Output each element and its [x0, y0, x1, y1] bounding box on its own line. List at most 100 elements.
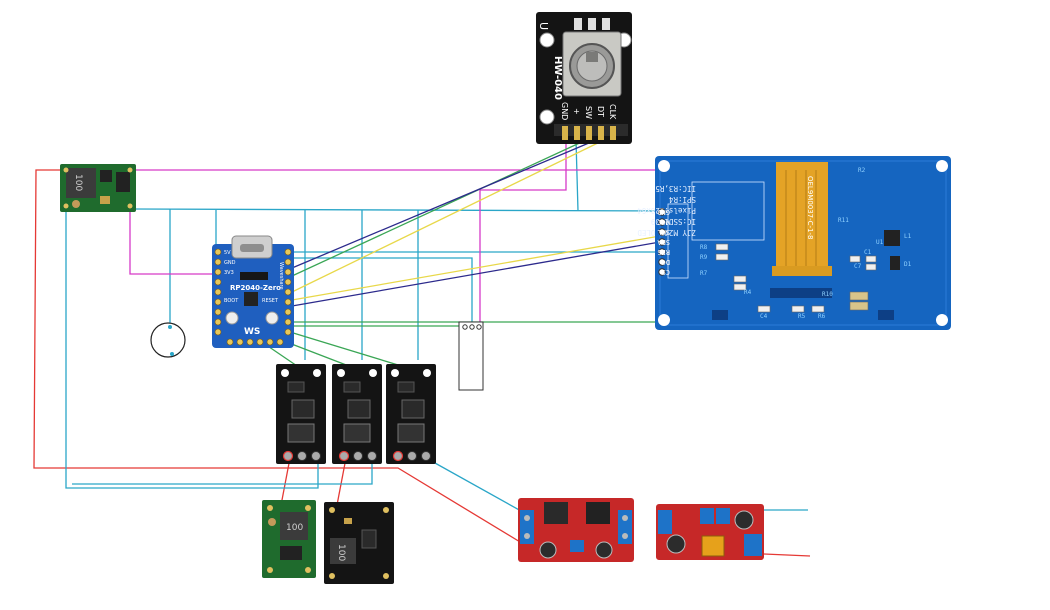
oled-pin-pad[interactable] [658, 238, 666, 246]
boot-button[interactable] [225, 311, 239, 325]
mosfet-module-2 [332, 364, 382, 464]
oled-pin-label: GND [657, 208, 670, 216]
mosfet-module-1 [276, 364, 326, 464]
oled-flex-cable [776, 162, 828, 272]
oled-pins: GND VCC SCL SDA RES DC CS [657, 203, 689, 279]
oled-pin-pad[interactable] [658, 248, 666, 256]
round-component-pin [170, 352, 174, 356]
round-component [150, 322, 186, 358]
oled-part-label: D1 [904, 261, 912, 268]
red-module-terminal-in[interactable] [520, 510, 534, 544]
mosfet-terminal[interactable] [421, 451, 431, 461]
mosfet-module-3 [386, 364, 436, 464]
oled-info-text: IIC:R3,R5 SPI:R4 Pixels:128x64 IC:SSD130… [637, 184, 696, 237]
charger-terminal-out[interactable] [744, 534, 762, 556]
red-module-pot[interactable] [570, 540, 584, 552]
oled-part-label: R4 [744, 289, 752, 296]
mosfet-terminal[interactable] [297, 451, 307, 461]
wire-cyan-12 [292, 257, 473, 322]
oled-info-line: SPI:R4 [668, 195, 696, 204]
terminal-strip [458, 321, 484, 391]
charger-module [656, 504, 764, 560]
buck-top-marking: 100 [73, 174, 83, 191]
encoder-pin-label: + [572, 108, 581, 115]
oled-pin-label: RES [657, 248, 670, 256]
buck-bottom-left-pot[interactable] [268, 518, 276, 526]
rp2040-zero-board: 5V GND 3V3 Waveshare RP2040-Zero BOOT RE… [212, 235, 294, 348]
encoder-pin-label: CLK [608, 104, 617, 120]
capacitor [595, 541, 613, 559]
rp2040-logo: WS [244, 327, 260, 337]
wire-red-output [763, 553, 811, 557]
wire-green-1 [291, 139, 587, 277]
wire-green-6 [289, 331, 409, 369]
oled-pin-label: SDA [657, 238, 670, 246]
oled-part-label: L1 [904, 233, 912, 240]
oled-info-line: Pixels:128x64 [637, 206, 696, 215]
oled-part-label: R10 [822, 291, 833, 298]
rp2040-pin-pads-right [284, 248, 292, 336]
mosfet-terminal[interactable] [407, 451, 417, 461]
encoder-header-pins [562, 126, 616, 140]
oled-pin-pad[interactable] [658, 268, 666, 276]
oled-part-label: R2 [858, 167, 866, 174]
wire-yellow-1 [291, 139, 605, 293]
oled-part-label: R6 [818, 313, 826, 320]
oled-smd-parts [715, 243, 877, 313]
mount-hole [658, 314, 670, 326]
buck-top-pot[interactable] [72, 200, 80, 208]
buck-top-pad [63, 203, 69, 209]
mosfet-terminal[interactable] [338, 450, 350, 462]
oled-pin-pad[interactable] [658, 208, 666, 216]
oled-info-box [691, 181, 765, 241]
mount-hole [539, 109, 555, 125]
rp2040-boot-label: BOOT [224, 298, 239, 304]
oled-info-line: IC:SSD1309 [651, 217, 696, 226]
mosfet-terminal[interactable] [353, 451, 363, 461]
charger-terminal-in[interactable] [658, 510, 672, 534]
capacitor [539, 541, 557, 559]
encoder-model-label: HW-040 [552, 56, 563, 100]
oled-part-label: R7 [700, 270, 708, 277]
oled-pin-label: VCC [657, 218, 670, 226]
wire-cyan-8 [575, 139, 579, 212]
reset-button[interactable] [265, 311, 279, 325]
oled-part-label: R8 [700, 244, 708, 251]
terminal-strip-pin[interactable] [469, 324, 475, 330]
oled-pin-pad[interactable] [658, 228, 666, 236]
capacitor [734, 510, 754, 530]
oled-pin-pad[interactable] [658, 218, 666, 226]
mosfet-terminal[interactable] [311, 451, 321, 461]
buck-top-pad [127, 203, 133, 209]
oled-pin-label: CS [662, 268, 670, 276]
buck-bottom-left-marking: 100 [286, 523, 303, 533]
rp2040-pin-gnd: GND [224, 260, 236, 266]
mosfet-terminal[interactable] [282, 450, 294, 462]
oled-part-label: R9 [700, 254, 708, 261]
mosfet-terminal[interactable] [367, 451, 377, 461]
encoder-pin-label: DT [596, 106, 605, 117]
encoder-pin-labels: GND + SW DT CLK [560, 102, 617, 120]
rp2040-pin-pads-bottom [226, 338, 284, 346]
rp2040-reset-label: RESET [262, 298, 279, 304]
buck-bottom-right-marking: 100 [336, 544, 346, 561]
rotary-encoder: U HW-040 GND + SW DT CLK [536, 12, 632, 144]
oled-part-label: C7 [854, 263, 862, 270]
mount-hole [936, 314, 948, 326]
oled-part-label: R5 [798, 313, 806, 320]
wire-red-mosfet2 [336, 457, 347, 506]
capacitor [666, 534, 686, 554]
terminal-strip-pin[interactable] [476, 324, 482, 330]
oled-chip [890, 256, 900, 270]
round-component-pin [168, 325, 172, 329]
terminal-strip-pin[interactable] [462, 324, 468, 330]
mount-hole [936, 160, 948, 172]
oled-pin-pad[interactable] [658, 258, 666, 266]
red-module-terminal-out[interactable] [618, 510, 632, 544]
mosfet-terminal[interactable] [392, 450, 404, 462]
buck-converter-bottom-left: 100 [262, 500, 316, 578]
oled-pin-label: DC [662, 258, 670, 266]
wire-cyan-main [65, 200, 319, 489]
encoder-pin-label: SW [584, 106, 593, 119]
buck-converter-top: 100 [60, 164, 136, 212]
